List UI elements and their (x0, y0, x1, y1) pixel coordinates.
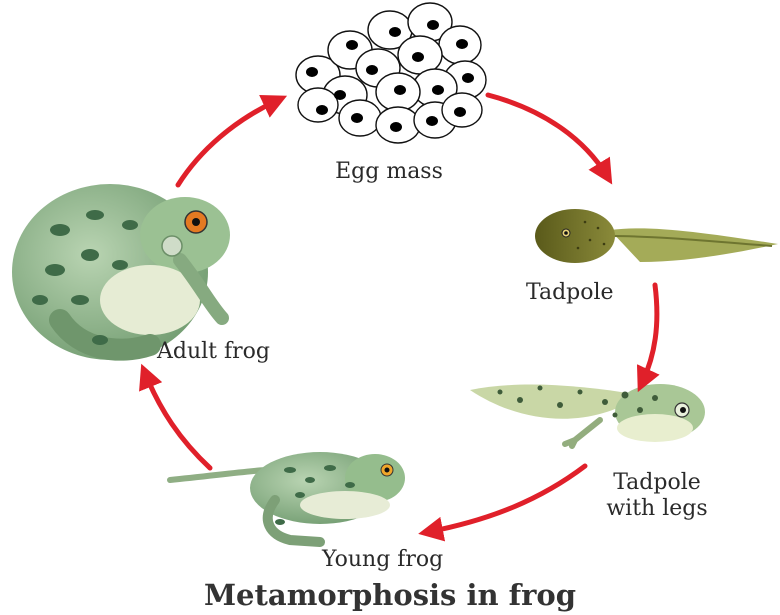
tadpole-with-legs-illustration (470, 384, 705, 446)
arrow-tadpole-to-legs (642, 285, 657, 383)
tadpole-with-legs-line2: with legs (600, 496, 714, 522)
arrow-young-to-adult (145, 373, 210, 468)
tadpole-label: Tadpole (526, 280, 614, 306)
tadpole-with-legs-label: Tadpole with legs (600, 470, 714, 522)
tadpole-with-legs-line1: Tadpole (600, 470, 714, 496)
egg-mass-illustration (296, 3, 486, 143)
egg-mass-label: Egg mass (0, 159, 780, 185)
diagram-title: Metamorphosis in frog (0, 578, 780, 612)
young-frog-label: Young frog (322, 547, 443, 573)
adult-frog-illustration (12, 184, 230, 360)
tadpole-illustration (535, 209, 778, 263)
arrow-legs-to-young (428, 466, 585, 532)
adult-frog-label: Adult frog (157, 339, 270, 365)
